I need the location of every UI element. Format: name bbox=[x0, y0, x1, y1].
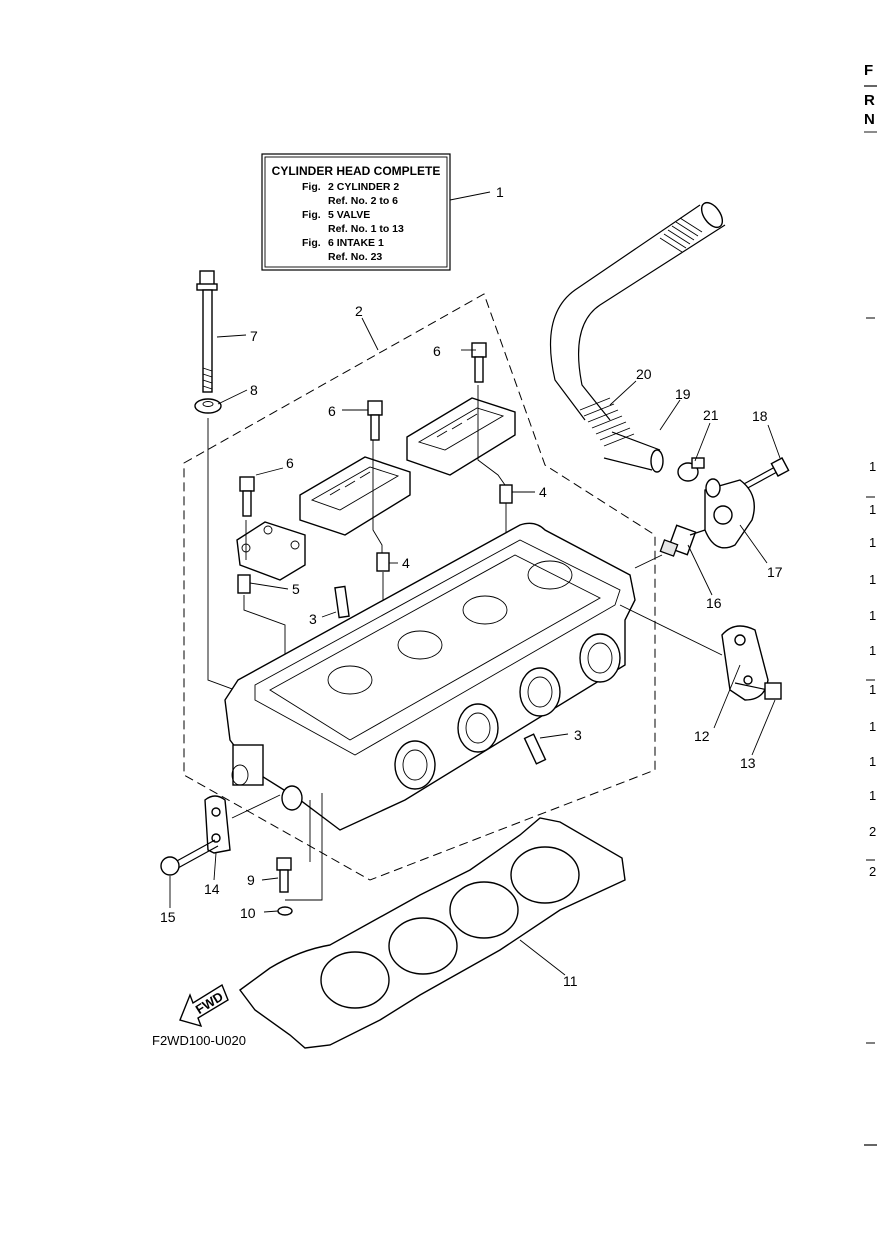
callout-9: 9 bbox=[247, 872, 255, 888]
bracket-14 bbox=[204, 795, 231, 854]
head-gasket bbox=[239, 817, 626, 1049]
edge-letter: F bbox=[864, 62, 873, 79]
exhaust-ports bbox=[394, 633, 621, 790]
figure-code: F2WD100-U020 bbox=[152, 1033, 246, 1048]
callout-19: 19 bbox=[675, 386, 691, 402]
callout-21: 21 bbox=[703, 407, 719, 423]
reference-line-text: Ref. No. 1 to 13 bbox=[328, 223, 404, 235]
temperature-sensor bbox=[659, 524, 706, 557]
cap-bolt-rear bbox=[471, 342, 487, 383]
callout-15: 15 bbox=[160, 909, 176, 925]
callout-3: 3 bbox=[309, 611, 317, 627]
callout-20: 20 bbox=[636, 366, 652, 382]
cam-journals bbox=[327, 560, 573, 695]
callout-6: 6 bbox=[286, 455, 294, 471]
reference-line-fig: Fig. bbox=[302, 181, 321, 193]
bolt-18 bbox=[741, 457, 790, 491]
cylinder-head bbox=[224, 522, 636, 831]
callout-2: 2 bbox=[355, 303, 363, 319]
assembly-boundary bbox=[183, 293, 656, 881]
dowel-4-lower bbox=[376, 552, 390, 572]
edge-number: 1 bbox=[869, 754, 876, 769]
callout-5: 5 bbox=[292, 581, 300, 597]
edge-letter: N bbox=[864, 111, 875, 128]
dowel-5 bbox=[237, 574, 251, 594]
callout-7: 7 bbox=[250, 328, 258, 344]
edge-number: 1 bbox=[869, 719, 876, 734]
cap-bolt-middle bbox=[367, 400, 383, 441]
edge-number: 2 bbox=[869, 864, 876, 879]
hose-corrugation bbox=[579, 217, 703, 447]
camshaft-cap-front bbox=[236, 521, 306, 581]
camshaft-cap-middle bbox=[299, 456, 411, 536]
callout-18: 18 bbox=[752, 408, 768, 424]
bolt-15 bbox=[160, 839, 219, 876]
pin-3-lower bbox=[523, 733, 547, 765]
callout-8: 8 bbox=[250, 382, 258, 398]
callout-1: 1 bbox=[496, 184, 504, 200]
callout-3: 3 bbox=[574, 727, 582, 743]
callout-13: 13 bbox=[740, 755, 756, 771]
callout-4: 4 bbox=[402, 555, 410, 571]
edge-letter: R bbox=[864, 92, 875, 109]
callout-12: 12 bbox=[694, 728, 710, 744]
cap-bolt-front bbox=[239, 476, 255, 517]
callout-10: 10 bbox=[240, 905, 256, 921]
head-bolt-7 bbox=[196, 270, 218, 393]
right-edge-fragment: F R N 1 1 1 1 1 1 1 1 1 1 2 2 bbox=[864, 62, 877, 1146]
cylinder-head-reference-box: CYLINDER HEAD COMPLETE Fig. 2 CYLINDER 2… bbox=[261, 153, 451, 271]
edge-number: 1 bbox=[869, 535, 876, 550]
reference-box-lines: Fig. 2 CYLINDER 2 Ref. No. 2 to 6 Fig. 5… bbox=[302, 181, 404, 263]
pin-3-upper bbox=[334, 585, 350, 619]
edge-number: 2 bbox=[869, 824, 876, 839]
callout-leaders bbox=[169, 191, 781, 976]
callout-14: 14 bbox=[204, 881, 220, 897]
reference-line-text: Ref. No. 2 to 6 bbox=[328, 195, 398, 207]
callout-17: 17 bbox=[767, 564, 783, 580]
washer-8 bbox=[194, 398, 222, 414]
reference-line-text: Ref. No. 23 bbox=[328, 251, 382, 263]
head-front-boss bbox=[231, 744, 303, 811]
callout-11: 11 bbox=[563, 973, 578, 989]
washer-10 bbox=[277, 906, 293, 916]
edge-number: 1 bbox=[869, 788, 876, 803]
callout-4: 4 bbox=[539, 484, 547, 500]
reference-line-text: 6 INTAKE 1 bbox=[328, 237, 384, 249]
edge-number: 1 bbox=[869, 459, 876, 474]
edge-number: 1 bbox=[869, 682, 876, 697]
callout-6: 6 bbox=[433, 343, 441, 359]
reference-line-text: 2 CYLINDER 2 bbox=[328, 181, 399, 193]
edge-number: 1 bbox=[869, 608, 876, 623]
callout-16: 16 bbox=[706, 595, 722, 611]
bolt-9 bbox=[276, 857, 292, 893]
forward-arrow: FWD bbox=[179, 983, 229, 1028]
edge-number: 1 bbox=[869, 502, 876, 517]
reference-box-title: CYLINDER HEAD COMPLETE bbox=[272, 164, 441, 178]
camshaft-cap-rear bbox=[406, 397, 516, 476]
reference-line-text: 5 VALVE bbox=[328, 209, 370, 221]
edge-number: 1 bbox=[869, 572, 876, 587]
reference-line-fig: Fig. bbox=[302, 209, 321, 221]
dowel-4-upper bbox=[499, 484, 513, 504]
callout-6: 6 bbox=[328, 403, 336, 419]
edge-number: 1 bbox=[869, 643, 876, 658]
water-hose bbox=[549, 201, 726, 473]
hose-clamp bbox=[677, 457, 705, 482]
reference-line-fig: Fig. bbox=[302, 237, 321, 249]
callout-labels: 1 2 3 3 4 4 5 6 6 6 7 8 9 10 11 12 13 14… bbox=[160, 184, 783, 989]
bolt-13 bbox=[734, 682, 782, 700]
thermostat-housing bbox=[704, 478, 755, 549]
